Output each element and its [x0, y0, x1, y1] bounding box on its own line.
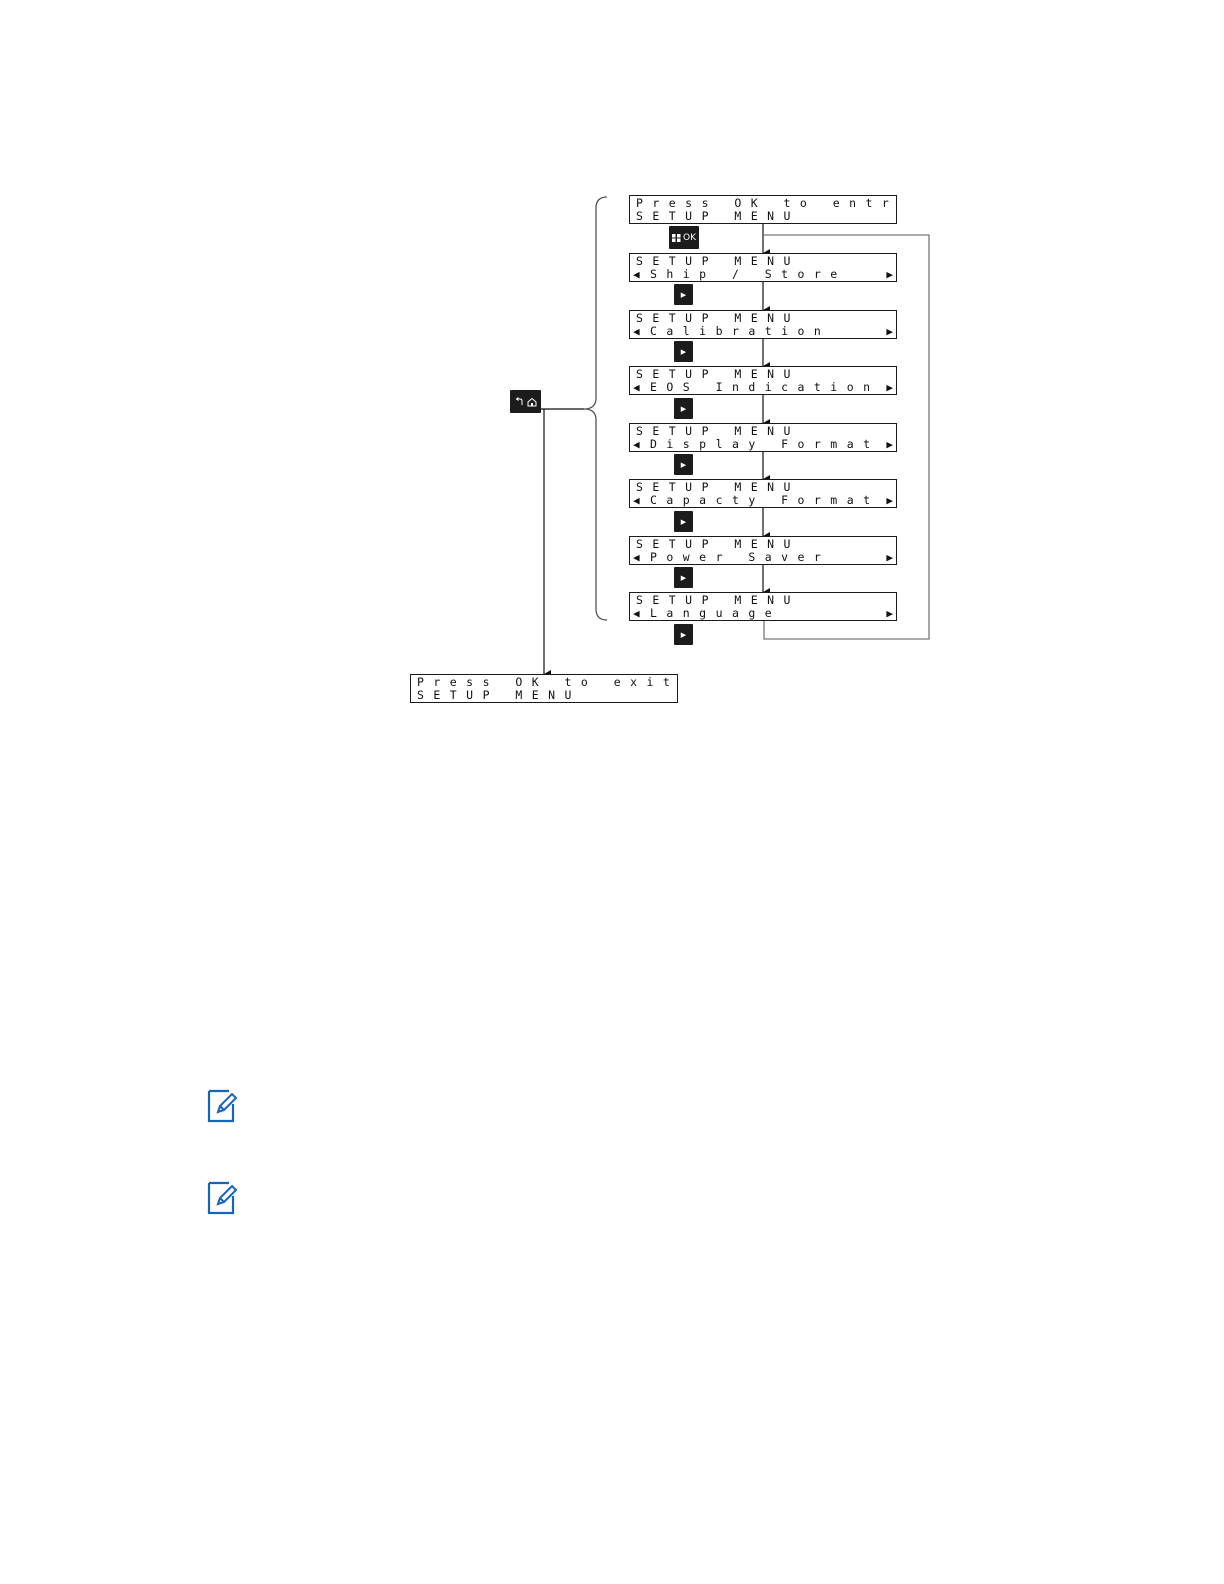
left-arrow-icon: ◀ [633, 494, 640, 507]
note-edit-icon [207, 1181, 238, 1215]
left-arrow-icon: ◀ [633, 381, 640, 394]
home-icon [527, 397, 536, 406]
right-button[interactable]: ▶ [674, 511, 693, 532]
play-right-icon: ▶ [680, 460, 687, 469]
menu-grid-icon [672, 233, 681, 242]
right-button[interactable]: ▶ [674, 624, 693, 645]
right-button[interactable]: ▶ [674, 341, 693, 362]
play-right-icon: ▶ [680, 630, 687, 639]
play-right-icon: ▶ [680, 404, 687, 413]
right-arrow-icon: ▶ [886, 607, 893, 620]
group-brace [583, 196, 608, 621]
play-right-icon: ▶ [680, 347, 687, 356]
right-button[interactable]: ▶ [674, 454, 693, 475]
right-arrow-icon: ▶ [886, 381, 893, 394]
note-edit-icon [207, 1089, 238, 1123]
right-arrow-icon: ▶ [886, 438, 893, 451]
right-button[interactable]: ▶ [674, 398, 693, 419]
left-arrow-icon: ◀ [633, 438, 640, 451]
right-button[interactable]: ▶ [674, 284, 693, 305]
back-arrow-icon [515, 396, 522, 405]
ok-button-label: OK [683, 232, 696, 243]
right-button[interactable]: ▶ [674, 567, 693, 588]
left-arrow-icon: ◀ [633, 325, 640, 338]
play-right-icon: ▶ [680, 573, 687, 582]
play-right-icon: ▶ [680, 290, 687, 299]
left-arrow-icon: ◀ [633, 607, 640, 620]
right-arrow-icon: ▶ [886, 268, 893, 281]
right-arrow-icon: ▶ [886, 325, 893, 338]
left-arrow-icon: ◀ [633, 551, 640, 564]
right-arrow-icon: ▶ [886, 494, 893, 507]
ok-button[interactable]: OK [669, 226, 699, 249]
loop-back-line [763, 234, 930, 640]
back-home-button[interactable] [510, 390, 541, 413]
left-arrow-icon: ◀ [633, 268, 640, 281]
play-right-icon: ▶ [680, 517, 687, 526]
right-arrow-icon: ▶ [886, 551, 893, 564]
